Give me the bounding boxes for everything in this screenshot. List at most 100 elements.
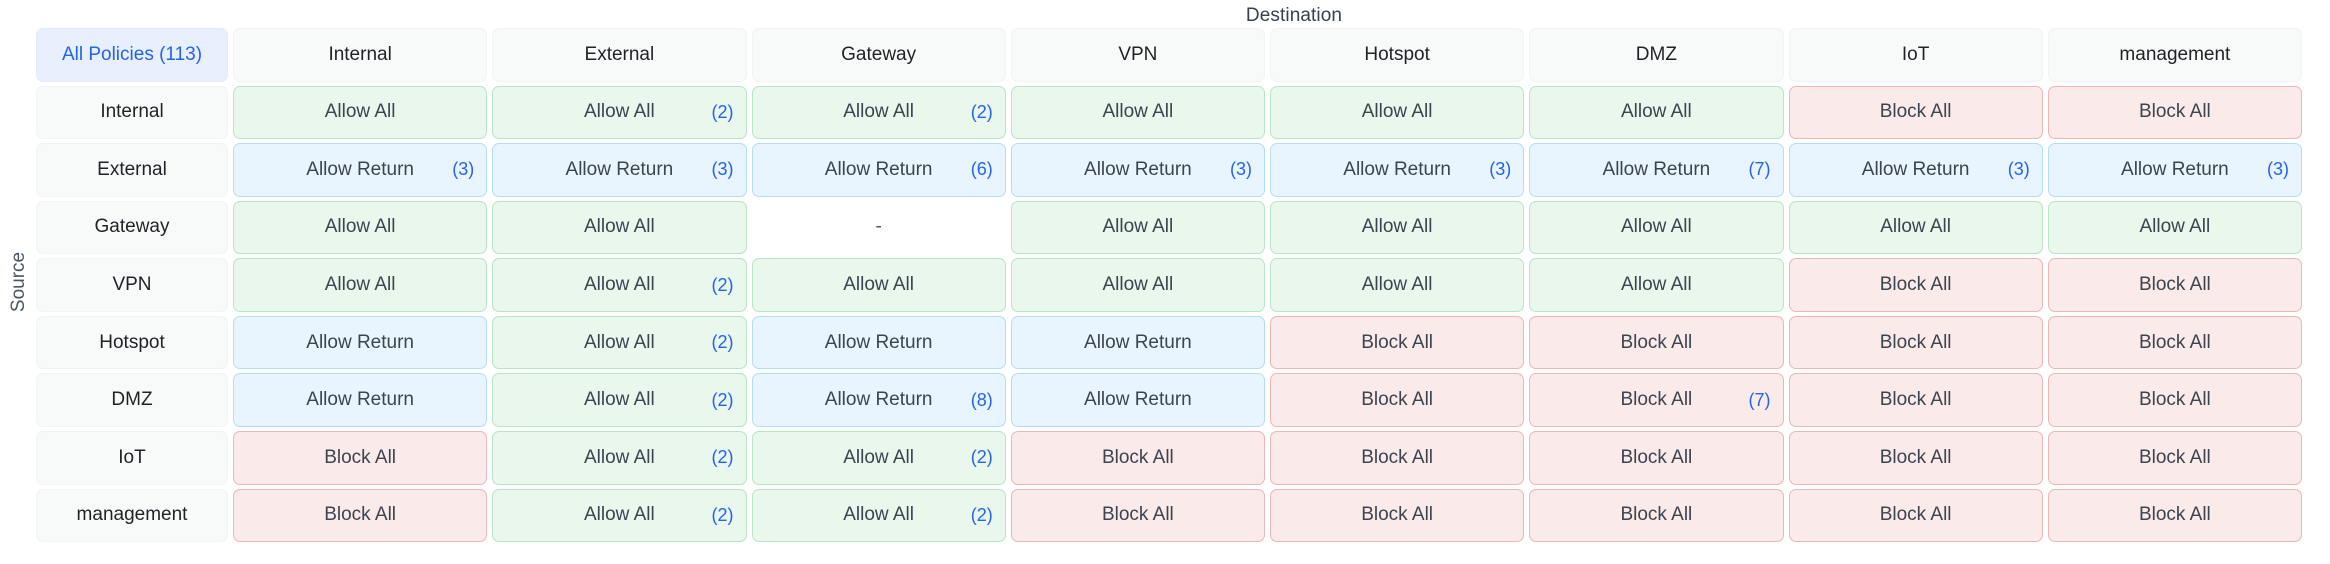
policy-cell-gateway-to-dmz[interactable]: Allow All xyxy=(1529,200,1784,255)
policy-cell-management-to-gateway[interactable]: Allow All(2) xyxy=(751,488,1006,543)
column-header-internal[interactable]: Internal xyxy=(233,28,488,82)
policy-cell-external-to-external[interactable]: Allow Return(3) xyxy=(492,143,747,197)
policy-cell-vpn-to-internal[interactable]: Allow All xyxy=(233,258,488,312)
policy-cell-internal-to-vpn[interactable]: Allow All xyxy=(1010,85,1265,140)
row-header-label: management xyxy=(76,504,188,526)
policy-cell-count: (3) xyxy=(452,159,475,180)
policy-cell-internal-to-iot[interactable]: Block All xyxy=(1788,85,2043,140)
policy-cell-iot-to-hotspot[interactable]: Block All xyxy=(1270,430,1525,485)
policy-cell-label: - xyxy=(875,216,882,238)
policy-cell-internal-to-external[interactable]: Allow All(2) xyxy=(492,85,747,140)
column-header-external[interactable]: External xyxy=(492,28,747,82)
policy-cell-management-to-management[interactable]: Block All xyxy=(2047,488,2302,543)
policy-cell-gateway-to-iot[interactable]: Allow All xyxy=(1788,200,2043,255)
policy-cell-iot-to-external[interactable]: Allow All(2) xyxy=(492,430,747,485)
policy-cell-internal-to-dmz[interactable]: Allow All xyxy=(1529,85,1784,140)
policy-cell-management-to-dmz[interactable]: Block All xyxy=(1529,488,1784,543)
column-header-label: Hotspot xyxy=(1364,43,1430,65)
policy-cell-hotspot-to-management[interactable]: Block All xyxy=(2047,315,2302,370)
column-header-vpn[interactable]: VPN xyxy=(1010,28,1265,82)
policy-cell-external-to-iot[interactable]: Allow Return(3) xyxy=(1788,143,2043,197)
row-header-iot[interactable]: IoT xyxy=(36,430,228,485)
policy-cell-iot-to-gateway[interactable]: Allow All(2) xyxy=(751,430,1006,485)
policy-cell-internal-to-internal[interactable]: Allow All xyxy=(233,85,488,140)
policy-cell-external-to-vpn[interactable]: Allow Return(3) xyxy=(1010,143,1265,197)
policy-cell-external-to-internal[interactable]: Allow Return (3) xyxy=(233,143,488,197)
all-policies-button[interactable]: All Policies (113) xyxy=(36,28,228,82)
policy-cell-vpn-to-dmz[interactable]: Allow All xyxy=(1529,258,1784,312)
policy-cell-management-to-internal[interactable]: Block All xyxy=(233,488,488,543)
policy-cell-gateway-to-management[interactable]: Allow All xyxy=(2047,200,2302,255)
policy-cell-vpn-to-gateway[interactable]: Allow All xyxy=(751,258,1006,312)
policy-cell-label: Allow All xyxy=(843,504,914,526)
policy-cell-management-to-iot[interactable]: Block All xyxy=(1788,488,2043,543)
policy-cell-dmz-to-dmz[interactable]: Block All(7) xyxy=(1529,373,1784,427)
policy-cell-hotspot-to-iot[interactable]: Block All xyxy=(1788,315,2043,370)
row-header-gateway[interactable]: Gateway xyxy=(36,200,228,255)
policy-cell-vpn-to-hotspot[interactable]: Allow All xyxy=(1270,258,1525,312)
policy-cell-iot-to-management[interactable]: Block All xyxy=(2047,430,2302,485)
policy-cell-label: Block All xyxy=(2138,274,2211,296)
policy-cell-dmz-to-internal[interactable]: Allow Return xyxy=(233,373,488,427)
policy-cell-iot-to-iot[interactable]: Block All xyxy=(1788,430,2043,485)
policy-cell-hotspot-to-external[interactable]: Allow All(2) xyxy=(492,315,747,370)
policy-cell-external-to-management[interactable]: Allow Return(3) xyxy=(2047,143,2302,197)
policy-cell-internal-to-hotspot[interactable]: Allow All xyxy=(1270,85,1525,140)
policy-cell-iot-to-vpn[interactable]: Block All xyxy=(1010,430,1265,485)
policy-cell-gateway-to-gateway[interactable]: - xyxy=(751,200,1006,255)
policy-cell-management-to-vpn[interactable]: Block All xyxy=(1010,488,1265,543)
policy-cell-dmz-to-gateway[interactable]: Allow Return(8) xyxy=(751,373,1006,427)
policy-cell-dmz-to-external[interactable]: Allow All(2) xyxy=(492,373,747,427)
policy-cell-dmz-to-management[interactable]: Block All xyxy=(2047,373,2302,427)
column-header-management[interactable]: management xyxy=(2047,28,2302,82)
policy-cell-vpn-to-iot[interactable]: Block All xyxy=(1788,258,2043,312)
row-header-vpn[interactable]: VPN xyxy=(36,258,228,312)
policy-cell-dmz-to-iot[interactable]: Block All xyxy=(1788,373,2043,427)
policy-cell-hotspot-to-gateway[interactable]: Allow Return xyxy=(751,315,1006,370)
column-header-hotspot[interactable]: Hotspot xyxy=(1270,28,1525,82)
policy-cell-hotspot-to-dmz[interactable]: Block All xyxy=(1529,315,1784,370)
policy-cell-external-to-gateway[interactable]: Allow Return(6) xyxy=(751,143,1006,197)
policy-cell-vpn-to-vpn[interactable]: Allow All xyxy=(1010,258,1265,312)
policy-cell-external-to-hotspot[interactable]: Allow Return(3) xyxy=(1270,143,1525,197)
policy-cell-dmz-to-hotspot[interactable]: Block All xyxy=(1270,373,1525,427)
policy-cell-label: Block All xyxy=(1620,446,1693,468)
all-policies-label: All Policies (113) xyxy=(61,43,203,65)
column-header-dmz[interactable]: DMZ xyxy=(1529,28,1784,82)
column-header-iot[interactable]: IoT xyxy=(1788,28,2043,82)
policy-cell-hotspot-to-hotspot[interactable]: Block All xyxy=(1270,315,1525,370)
policy-cell-label: Allow Return xyxy=(824,331,933,353)
policy-cell-hotspot-to-vpn[interactable]: Allow Return xyxy=(1010,315,1265,370)
policy-cell-label: Allow Return xyxy=(306,158,414,180)
column-header-gateway[interactable]: Gateway xyxy=(751,28,1006,82)
policy-cell-label: Allow All xyxy=(1361,101,1433,123)
policy-cell-count: (3) xyxy=(2267,159,2289,180)
policy-cell-internal-to-gateway[interactable]: Allow All(2) xyxy=(751,85,1006,140)
policy-cell-hotspot-to-internal[interactable]: Allow Return xyxy=(233,315,488,370)
policy-cell-dmz-to-vpn[interactable]: Allow Return xyxy=(1010,373,1265,427)
policy-cell-gateway-to-internal[interactable]: Allow All xyxy=(233,200,488,255)
policy-cell-external-to-dmz[interactable]: Allow Return(7) xyxy=(1529,143,1784,197)
row-header-internal[interactable]: Internal xyxy=(36,85,228,140)
row-header-dmz[interactable]: DMZ xyxy=(36,373,228,427)
policy-cell-count: (3) xyxy=(2007,159,2030,180)
policy-cell-iot-to-internal[interactable]: Block All xyxy=(233,430,488,485)
policy-cell-vpn-to-external[interactable]: Allow All(2) xyxy=(492,258,747,312)
policy-cell-gateway-to-hotspot[interactable]: Allow All xyxy=(1270,200,1525,255)
policy-cell-count: (2) xyxy=(711,389,734,410)
policy-cell-label: Allow All xyxy=(324,216,396,238)
policy-cell-label: Block All xyxy=(2138,101,2211,123)
policy-cell-vpn-to-management[interactable]: Block All xyxy=(2047,258,2302,312)
policy-cell-management-to-external[interactable]: Allow All(2) xyxy=(492,488,747,543)
policy-cell-iot-to-dmz[interactable]: Block All xyxy=(1529,430,1784,485)
policy-cell-management-to-hotspot[interactable]: Block All xyxy=(1270,488,1525,543)
row-header-hotspot[interactable]: Hotspot xyxy=(36,315,228,370)
row-header-external[interactable]: External xyxy=(36,143,228,197)
policy-cell-gateway-to-vpn[interactable]: Allow All xyxy=(1010,200,1265,255)
row-header-management[interactable]: management xyxy=(36,488,228,543)
policy-cell-internal-to-management[interactable]: Block All xyxy=(2047,85,2302,140)
policy-cell-gateway-to-external[interactable]: Allow All xyxy=(492,200,747,255)
